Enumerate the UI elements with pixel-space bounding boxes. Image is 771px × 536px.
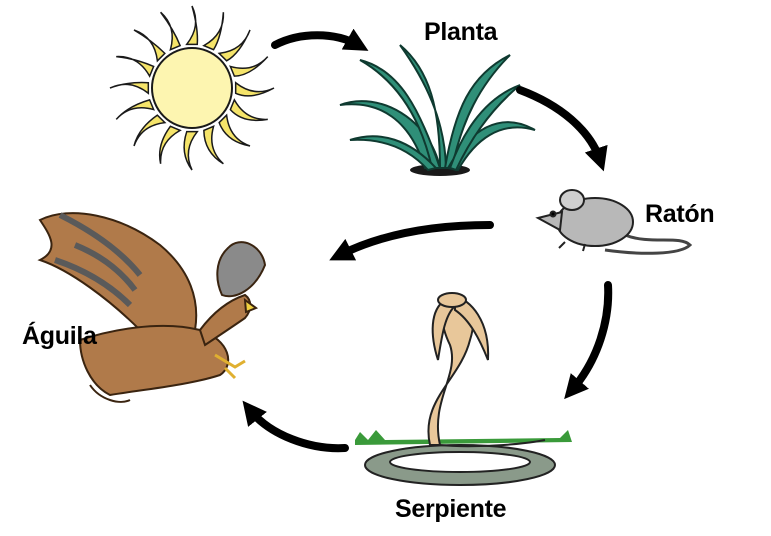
sun-ray [116,55,155,78]
sun-ray [217,29,251,62]
sun-ray [234,81,275,97]
snake-icon [355,292,572,486]
arrow-plant-to-mouse [516,86,608,172]
sun-ray [229,98,268,122]
eagle-icon [37,212,267,403]
label-snake: Serpiente [395,495,507,523]
sun-ray [229,56,269,77]
sun-ray [202,12,225,51]
food-chain-arrows [242,28,613,453]
label-plant: Planta [424,18,498,46]
label-eagle: Águila [22,322,97,350]
arrow-mouse-to-eagle [329,221,494,261]
sun-ray [109,81,150,95]
plant-icon [339,44,536,176]
sun-ray [185,5,199,46]
sun-icon [109,5,275,171]
sun-ray [158,125,182,164]
sun-ray [218,113,251,147]
label-mouse: Ratón [645,200,715,228]
sun-ray [183,130,199,171]
sun-ray [160,11,182,51]
arrow-sun-to-plant [271,28,369,51]
mouse-icon [535,189,693,255]
sun-ray [115,98,155,120]
arrow-mouse-to-snake [564,281,613,400]
arrow-snake-to-eagle [242,400,349,453]
sun-ray [203,125,224,165]
sun-ray [133,29,166,63]
sun-ray [133,114,167,147]
